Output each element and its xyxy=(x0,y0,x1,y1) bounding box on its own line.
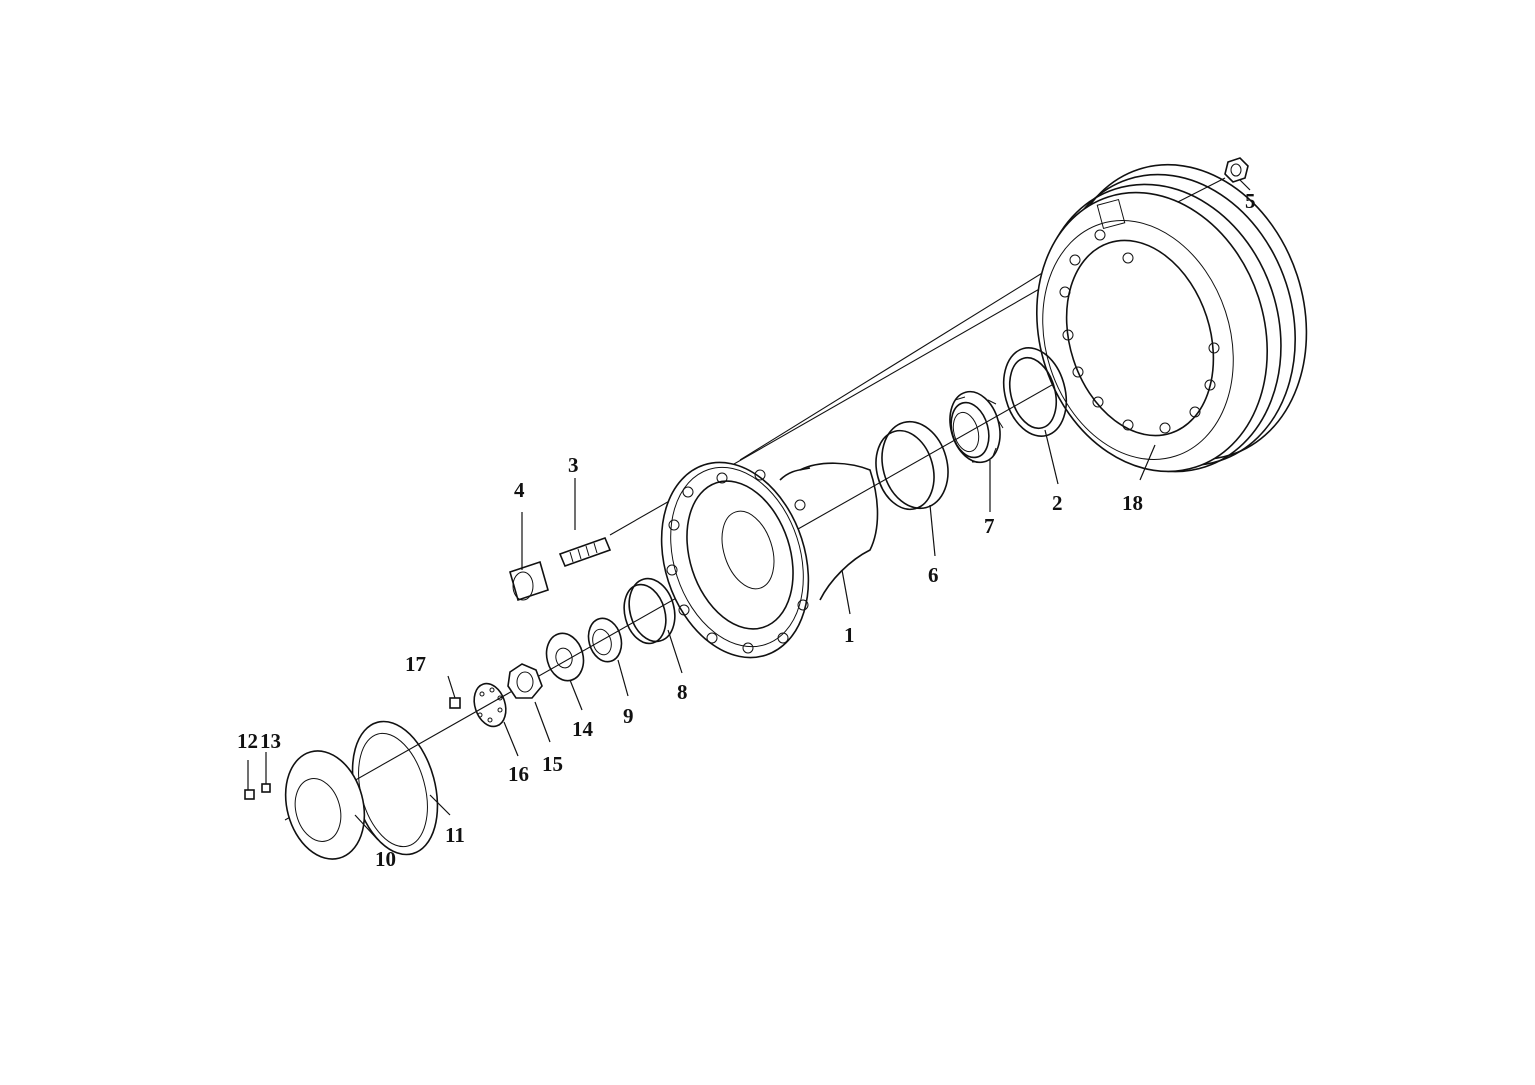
lock-plate-16 xyxy=(473,682,507,728)
brake-drum xyxy=(1035,163,1308,473)
bolts-12-13 xyxy=(244,783,271,800)
callout-8: 8 xyxy=(677,680,688,704)
callout-2: 2 xyxy=(1052,491,1063,515)
washer-14 xyxy=(545,632,585,682)
hub-cap-10 xyxy=(284,750,366,860)
callout-6: 6 xyxy=(928,563,939,587)
hub-bolt-holes xyxy=(666,469,809,654)
inner-bearing-7 xyxy=(949,390,1004,464)
callout-1: 1 xyxy=(844,623,855,647)
callout-18: 18 xyxy=(1122,491,1143,515)
callout-14: 14 xyxy=(572,717,594,741)
callout-17: 17 xyxy=(405,652,426,676)
bearing-cup-8 xyxy=(623,577,676,645)
callouts: 1 2 3 4 5 6 7 8 9 10 11 12 13 14 15 16 1… xyxy=(237,189,1256,871)
drum-bolt-holes xyxy=(1059,229,1220,434)
callout-4: 4 xyxy=(514,478,525,502)
nut-5 xyxy=(1224,157,1249,183)
wheel-nut-4 xyxy=(509,560,549,602)
wheel-stud-3 xyxy=(558,536,612,568)
callout-3: 3 xyxy=(568,453,579,477)
callout-13: 13 xyxy=(260,729,281,753)
callout-15: 15 xyxy=(542,752,563,776)
leader-lines xyxy=(247,179,1251,841)
bearing-cup-6 xyxy=(875,420,949,511)
screw-17 xyxy=(449,697,461,709)
callout-16: 16 xyxy=(508,762,529,786)
callout-10: 10 xyxy=(375,847,396,871)
callout-9: 9 xyxy=(623,704,634,728)
outer-bearing-9 xyxy=(587,617,623,663)
callout-7: 7 xyxy=(984,514,995,538)
wheel-hub xyxy=(660,461,879,659)
callout-11: 11 xyxy=(445,823,465,847)
castle-nut-15 xyxy=(507,663,543,699)
callout-12: 12 xyxy=(237,729,258,753)
callout-5: 5 xyxy=(1245,189,1256,213)
